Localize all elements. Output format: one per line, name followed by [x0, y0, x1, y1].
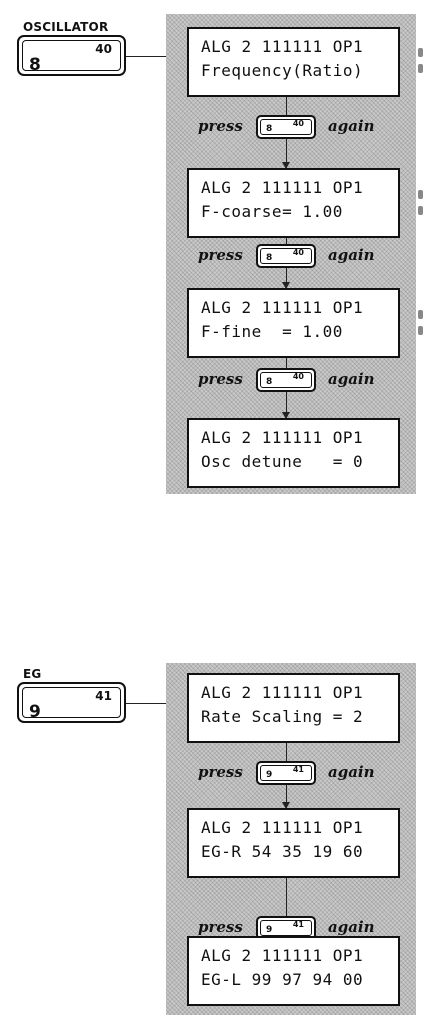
lcd-line-2: Rate Scaling = 2	[201, 707, 364, 726]
oscillator-screen-2: ALG 2 111111 OP1 F-coarse= 1.00	[187, 168, 400, 238]
eg-key[interactable]: 9 41	[17, 682, 126, 723]
eg-connector	[126, 703, 182, 704]
oscillator-mini-key[interactable]: 8 40	[256, 368, 316, 392]
oscillator-key-code: 40	[95, 42, 112, 56]
again-text: again	[328, 117, 375, 135]
oscillator-key-number: 8	[29, 55, 41, 75]
mini-key-code: 41	[292, 920, 304, 929]
mini-key-code: 41	[292, 765, 304, 774]
flow-arrowhead	[282, 282, 290, 289]
cropped-edge-mark	[418, 206, 423, 215]
eg-screen-3: ALG 2 111111 OP1 EG-L 99 97 94 00	[187, 936, 400, 1006]
mini-key-number: 9	[266, 925, 273, 935]
lcd-line-2: Frequency(Ratio)	[201, 61, 364, 80]
cropped-edge-mark	[418, 48, 423, 57]
mini-key-number: 8	[266, 124, 273, 134]
press-text: press	[198, 370, 243, 388]
eg-screen-2: ALG 2 111111 OP1 EG-R 54 35 19 60	[187, 808, 400, 878]
mini-key-number: 9	[266, 770, 273, 780]
oscillator-press-row-3: press 8 40 again	[178, 368, 408, 394]
lcd-line-1: ALG 2 111111 OP1	[201, 428, 364, 447]
oscillator-press-row-1: press 8 40 again	[178, 115, 408, 141]
cropped-edge-mark	[418, 326, 423, 335]
lcd-line-1: ALG 2 111111 OP1	[201, 946, 364, 965]
mini-key-number: 8	[266, 253, 273, 263]
again-text: again	[328, 918, 375, 936]
oscillator-screen-4: ALG 2 111111 OP1 Osc detune = 0	[187, 418, 400, 488]
eg-mini-key[interactable]: 9 41	[256, 761, 316, 785]
again-text: again	[328, 370, 375, 388]
lcd-line-1: ALG 2 111111 OP1	[201, 178, 364, 197]
oscillator-press-row-2: press 8 40 again	[178, 244, 408, 270]
oscillator-screen-3: ALG 2 111111 OP1 F-fine = 1.00	[187, 288, 400, 358]
cropped-edge-mark	[418, 190, 423, 199]
lcd-line-2: F-coarse= 1.00	[201, 202, 343, 221]
press-text: press	[198, 117, 243, 135]
mini-key-number: 8	[266, 377, 273, 387]
flow-arrowhead	[282, 802, 290, 809]
oscillator-mini-key[interactable]: 8 40	[256, 115, 316, 139]
mini-key-code: 40	[292, 372, 304, 381]
again-text: again	[328, 763, 375, 781]
mini-key-code: 40	[292, 248, 304, 257]
eg-label: EG	[23, 667, 42, 681]
oscillator-key[interactable]: 8 40	[17, 35, 126, 76]
eg-key-code: 41	[95, 689, 112, 703]
lcd-line-2: EG-L 99 97 94 00	[201, 970, 364, 989]
flow-arrowhead	[282, 412, 290, 419]
press-text: press	[198, 763, 243, 781]
lcd-line-1: ALG 2 111111 OP1	[201, 37, 364, 56]
eg-key-number: 9	[29, 702, 41, 722]
press-text: press	[198, 918, 243, 936]
lcd-line-1: ALG 2 111111 OP1	[201, 298, 364, 317]
lcd-line-1: ALG 2 111111 OP1	[201, 818, 364, 837]
again-text: again	[328, 246, 375, 264]
cropped-edge-mark	[418, 64, 423, 73]
oscillator-label: OSCILLATOR	[23, 20, 109, 34]
eg-screen-1: ALG 2 111111 OP1 Rate Scaling = 2	[187, 673, 400, 743]
eg-press-row-1: press 9 41 again	[178, 761, 408, 787]
oscillator-connector	[126, 56, 182, 57]
lcd-line-2: Osc detune = 0	[201, 452, 364, 471]
oscillator-screen-1: ALG 2 111111 OP1 Frequency(Ratio)	[187, 27, 400, 97]
flow-line	[286, 878, 287, 936]
oscillator-mini-key[interactable]: 8 40	[256, 244, 316, 268]
mini-key-code: 40	[292, 119, 304, 128]
flow-arrowhead	[282, 162, 290, 169]
cropped-edge-mark	[418, 310, 423, 319]
lcd-line-2: F-fine = 1.00	[201, 322, 343, 341]
lcd-line-1: ALG 2 111111 OP1	[201, 683, 364, 702]
press-text: press	[198, 246, 243, 264]
lcd-line-2: EG-R 54 35 19 60	[201, 842, 364, 861]
